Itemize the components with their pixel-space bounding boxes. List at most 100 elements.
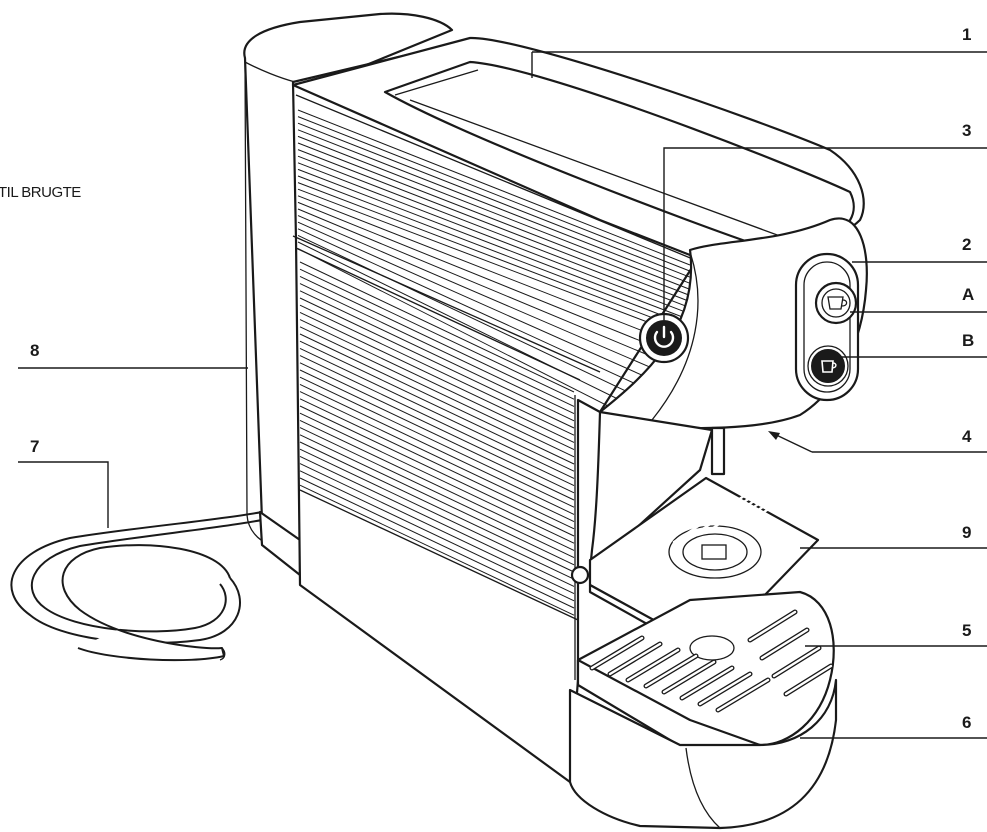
support-slot-inner (636, 506, 710, 556)
grill-line (297, 201, 675, 355)
tray-slot-inner (784, 664, 833, 696)
support-slot-inner (708, 482, 782, 532)
capsule-container (568, 678, 838, 830)
callout-label-8: 8 (30, 341, 39, 360)
grill-line (299, 477, 575, 609)
grill-line (299, 484, 575, 616)
grill-line (297, 182, 691, 333)
support-slot-inner (762, 464, 836, 514)
grill-line (297, 234, 635, 396)
grill-line (299, 398, 575, 530)
grill-line (299, 419, 575, 551)
tray-slot-inner (698, 672, 752, 706)
grill-line (297, 109, 691, 266)
grill-line (299, 311, 575, 443)
callout-lines (18, 51, 987, 739)
support-slots (618, 464, 836, 562)
callout-label-b: B (962, 331, 974, 350)
grill-line (297, 155, 691, 309)
grill-line (297, 162, 691, 315)
grill-line (299, 427, 575, 559)
grill-line (297, 116, 691, 272)
support-slot-inner (654, 500, 728, 550)
grill-line (299, 470, 575, 602)
callout-label-a: A (962, 285, 974, 304)
grill-line (299, 376, 575, 508)
grill-line (297, 135, 691, 290)
grill-line (299, 434, 575, 566)
grill-line (297, 175, 691, 327)
grill-line (297, 129, 691, 284)
grill-line (299, 355, 575, 487)
power-cord (10, 511, 263, 662)
callout-label-9: 9 (962, 523, 971, 542)
grill-line (299, 261, 575, 393)
grill-line (299, 405, 575, 537)
callout-label-2: 2 (962, 235, 971, 254)
grill-line (299, 362, 575, 494)
grill-line (299, 441, 575, 573)
grill-line (299, 290, 575, 422)
grill-line (297, 142, 691, 296)
tray-slot-inner (626, 648, 680, 682)
grill-line (299, 275, 575, 407)
upper-grill (297, 109, 691, 412)
grill-line (299, 297, 575, 429)
tray-slot-inner (644, 654, 698, 688)
drip-tray (576, 590, 835, 748)
capsule-lid (291, 36, 865, 257)
callout-label-1: 1 (962, 25, 971, 44)
support-slot-inner (690, 488, 764, 538)
support-slot-inner (744, 470, 818, 520)
callout-label-7: 7 (30, 437, 39, 456)
tray-slot-inner (662, 660, 716, 694)
lower-grill (299, 261, 575, 616)
grill-line (299, 319, 575, 451)
tray-slot-inner (772, 646, 821, 678)
grill-line (299, 391, 575, 523)
espresso-button[interactable] (807, 345, 849, 387)
side-caption: TIL BRUGTE (0, 184, 81, 201)
grill-line (299, 283, 575, 415)
support-slot-inner (672, 494, 746, 544)
grill-line (297, 168, 691, 321)
cup-icon (827, 296, 848, 310)
tray-slot-inner (608, 642, 662, 676)
grill-line (297, 228, 643, 388)
tray-slot-inner (590, 636, 644, 670)
grill-line (299, 412, 575, 544)
tray-slot-inner (680, 666, 734, 700)
grill-line (297, 122, 691, 278)
grill-line (297, 208, 667, 363)
grill-line (299, 304, 575, 436)
callout-label-5: 5 (962, 621, 971, 640)
espresso-cup-icon (821, 360, 837, 373)
callout-labels: 1 3 2A B 4 9 5 6 8 7 (30, 25, 974, 732)
grill-line (299, 369, 575, 501)
tray-slot-inner (760, 628, 809, 660)
tray-slots (589, 609, 834, 713)
grill-line (297, 221, 651, 380)
grill-line (297, 248, 619, 412)
grill-line (299, 333, 575, 465)
grill-line (299, 340, 575, 472)
grill-line (299, 448, 575, 580)
support-slot-inner (726, 476, 800, 526)
support-slot-inner (618, 512, 692, 562)
power-icon (653, 325, 675, 348)
grill-line (299, 383, 575, 515)
tray-slot-inner (716, 678, 770, 712)
lungo-button[interactable] (814, 281, 858, 325)
grill-line (297, 149, 691, 303)
grill-line (297, 188, 691, 339)
grill-line (299, 463, 575, 595)
callout-label-3: 3 (962, 121, 971, 140)
grill-line (299, 347, 575, 479)
callout-label-6: 6 (962, 713, 971, 732)
callout-label-4: 4 (962, 427, 972, 446)
grill-line (299, 326, 575, 458)
power-button[interactable] (638, 312, 690, 364)
grill-line (299, 268, 575, 400)
grill-line (299, 455, 575, 587)
